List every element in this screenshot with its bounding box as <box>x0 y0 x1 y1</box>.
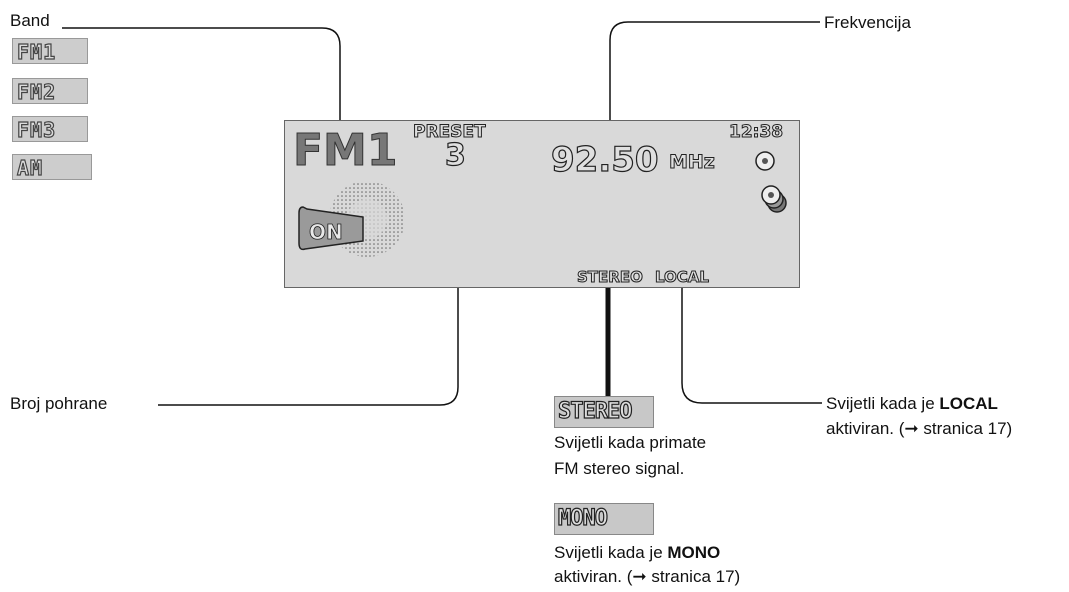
lcd-stereo-indicator: STEREO <box>577 269 643 285</box>
lcd-display: FM1 PRESET 3 92.50 MHz 12:38 ON STEREO L… <box>284 120 800 288</box>
band-option-fm3: FM3 <box>12 116 88 142</box>
band-label: Band <box>10 10 50 32</box>
on-sound-icon: ON <box>293 179 423 265</box>
lcd-frequency: 92.50 <box>551 141 659 179</box>
mono-desc-line1: Svijetli kada je MONO <box>554 542 720 564</box>
preset-number-label: Broj pohrane <box>10 393 107 415</box>
band-option-fm1: FM1 <box>12 38 88 64</box>
stereo-badge: STEREO <box>554 396 654 428</box>
mono-desc-line2: aktiviran. (➞ stranica 17) <box>554 566 740 588</box>
lcd-local-indicator: LOCAL <box>655 269 709 285</box>
lcd-band: FM1 <box>293 127 397 175</box>
mono-badge: MONO <box>554 503 654 535</box>
stereo-desc-line2: FM stereo signal. <box>554 458 684 480</box>
local-keyword: LOCAL <box>939 394 998 413</box>
lcd-clock: 12:38 <box>729 123 783 141</box>
lcd-preset-number: 3 <box>445 139 466 173</box>
mono-keyword: MONO <box>667 543 720 562</box>
band-option-fm2: FM2 <box>12 78 88 104</box>
local-callout-line <box>682 285 822 403</box>
band-option-am: AM <box>12 154 92 180</box>
local-desc-line2: aktiviran. (➞ stranica 17) <box>826 418 1012 440</box>
on-text: ON <box>309 220 343 244</box>
stereo-desc-line1: Svijetli kada primate <box>554 432 706 454</box>
local-desc-line1: Svijetli kada je LOCAL <box>826 393 998 415</box>
frequency-label: Frekvencija <box>824 12 911 34</box>
disc-icon <box>753 149 793 213</box>
lcd-unit: MHz <box>669 151 715 173</box>
